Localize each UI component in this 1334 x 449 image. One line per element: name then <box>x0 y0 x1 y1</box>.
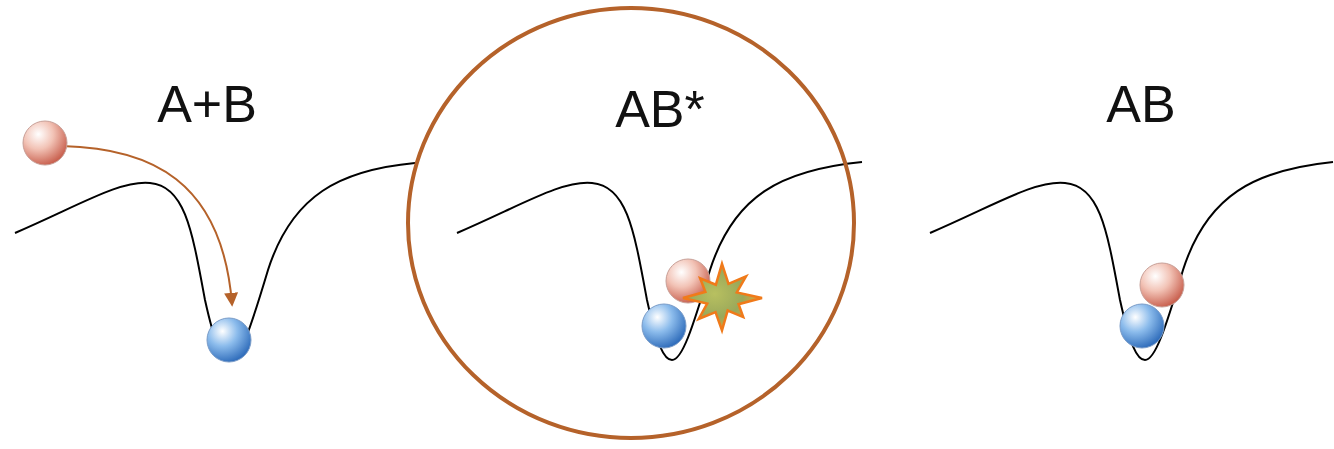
atom-b <box>1120 304 1164 348</box>
collision-burst <box>683 264 762 331</box>
potential-curve <box>457 162 862 360</box>
state-label: AB* <box>615 83 705 135</box>
state-label: AB <box>1106 78 1175 130</box>
atom-b <box>207 318 251 362</box>
atom-a <box>1140 263 1184 307</box>
ellipse-outline <box>408 8 854 438</box>
state-label: A+B <box>157 78 257 130</box>
atom-b <box>642 304 686 348</box>
ellipse-outline <box>405 5 857 441</box>
trajectory-arrow <box>62 146 232 304</box>
atom-a <box>23 121 67 165</box>
state-ellipse: AB* <box>405 5 857 441</box>
potential-curve <box>930 162 1333 360</box>
